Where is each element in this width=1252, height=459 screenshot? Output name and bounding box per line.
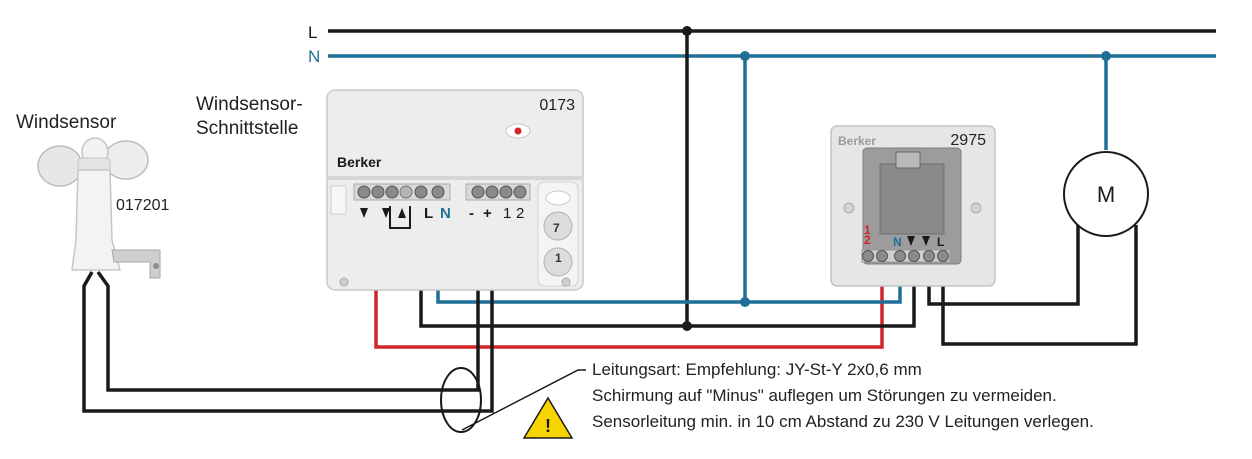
insert-terminal-screws — [862, 250, 949, 262]
insert-terminal-2-label: 2 — [864, 233, 871, 247]
interface-screws-right — [471, 185, 527, 199]
sensor-body — [71, 169, 121, 271]
interface-mount-screw — [339, 277, 349, 287]
interface-screws-left — [357, 185, 445, 199]
anemometer-cup-left — [37, 145, 83, 187]
interface-knob-a[interactable] — [543, 211, 573, 241]
interface-led-dot — [514, 127, 522, 135]
interface-side-cover — [330, 185, 347, 215]
sensor-bracket — [111, 249, 161, 279]
arrow-down-icon — [907, 236, 915, 246]
n-bus-label: N — [308, 47, 320, 66]
interface-knob-a-label: 7 — [553, 221, 560, 235]
insert-screw-right — [970, 202, 982, 214]
sensor-terminal-2: 2 — [516, 205, 524, 222]
cable-shield-ellipse — [440, 367, 482, 433]
note-pointer-line — [461, 369, 586, 431]
wind-sensor-title: Windsensor — [16, 112, 117, 133]
note-line-3: Sensorleitung min. in 10 cm Abstand zu 2… — [592, 412, 1094, 431]
n-junction-top — [740, 51, 750, 61]
motor-circle — [1063, 151, 1149, 237]
wind-sensor-part-number: 017201 — [116, 197, 169, 214]
motor: M — [1063, 151, 1149, 237]
interface-housing — [326, 89, 584, 291]
sensor-wire-plus — [82, 206, 494, 413]
blind-insert: Berker 2975 1 2 N L — [830, 125, 996, 287]
interface-bridge — [389, 206, 411, 229]
warning-symbol: ! — [545, 416, 551, 436]
warning-icon — [522, 396, 574, 439]
l-junction-top — [682, 26, 692, 36]
arrow-down-icon — [922, 236, 930, 246]
interface-divider — [327, 176, 583, 180]
interface-terminal-l: L — [424, 205, 433, 222]
insert-terminal-l-label: L — [937, 235, 944, 249]
wind-sensor: Windsensor 017201 — [16, 112, 169, 279]
insert-terminal-1-label: 1 — [864, 223, 871, 237]
l-bus-label: L — [308, 23, 317, 42]
arrow-up-icon — [398, 208, 406, 218]
insert-part-number: 2975 — [950, 132, 986, 149]
note-line-1: Leitungsart: Empfehlung: JY-St-Y 2x0,6 m… — [592, 360, 922, 379]
interface-knob-b[interactable] — [543, 247, 573, 277]
sensor-terminal-1: 1 — [503, 205, 511, 222]
motor-label: M — [1097, 182, 1115, 207]
sensor-wire-minus — [96, 206, 480, 392]
interface-button[interactable] — [545, 190, 571, 206]
insert-terminal-n-label: N — [893, 235, 902, 249]
motor-wire-down — [941, 225, 1138, 346]
interface-mount-screw — [561, 277, 571, 287]
interface-part-number: 0173 — [539, 97, 575, 114]
note-line-2: Schirmung auf "Minus" auflegen um Störun… — [592, 386, 1057, 405]
insert-core-inner — [879, 163, 945, 235]
motor-n-junction — [1101, 51, 1111, 61]
installation-notes: ! Leitungsart: Empfehlung: JY-St-Y 2x0,6… — [522, 360, 1094, 439]
arrow-down-icon — [382, 208, 390, 218]
interface-title-line2: Schnittstelle — [196, 118, 298, 139]
interface-terminal-n: N — [440, 205, 451, 222]
interface-brand: Berker — [337, 154, 382, 170]
insert-connector — [895, 151, 921, 169]
interface-title-line1: Windsensor- — [196, 94, 303, 115]
insert-brand: Berker — [838, 134, 876, 148]
interface-module: Windsensor- Schnittstelle 0173 Berker L … — [196, 89, 584, 291]
sensor-terminal-plus: + — [483, 205, 492, 222]
arrow-down-icon — [360, 208, 368, 218]
sensor-terminal-minus: - — [469, 205, 474, 222]
bracket-screw — [153, 263, 159, 269]
interface-knob-b-label: 1 — [555, 251, 562, 265]
insert-screw-left — [843, 202, 855, 214]
